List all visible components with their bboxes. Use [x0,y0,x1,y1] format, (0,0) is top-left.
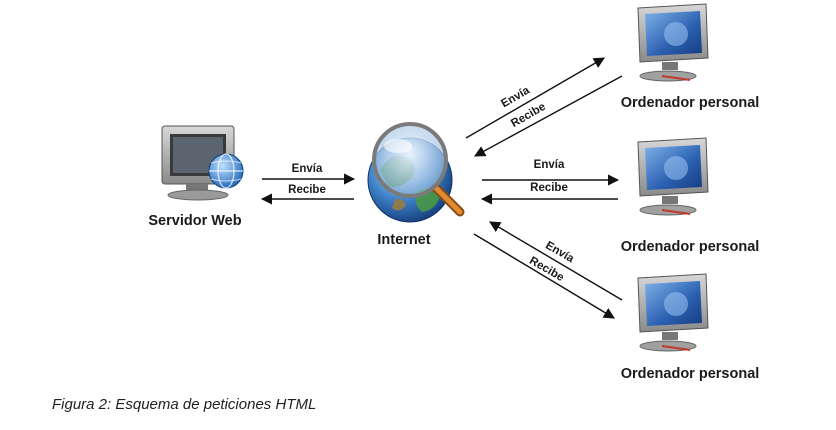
internet-label: Internet [377,232,430,248]
pc3-send-label: Envía [543,240,576,266]
pc3-receive-arrow [473,233,615,319]
magnifier-icon [372,122,465,217]
server-send-label: Envía [292,163,323,175]
globe-icon [208,153,244,189]
web-server-icon [161,125,244,201]
pc-label-2: Ordenador personal [621,239,760,255]
pc-label-1: Ordenador personal [621,95,760,111]
pc1-send-label: Envía [499,84,532,110]
pc1-receive-arrow [474,75,623,157]
personal-computer-icon-1 [637,3,709,82]
figure-caption: Figura 2: Esquema de peticiones HTML [52,396,317,413]
pc1-send-arrow [465,57,605,139]
server-label: Servidor Web [148,213,241,229]
personal-computer-icon-2 [637,137,709,216]
internet-globe-icon [367,122,465,223]
pc3-send-arrow [489,221,623,301]
server-receive-label: Recibe [288,184,326,196]
pc-label-3: Ordenador personal [621,366,760,382]
pc1-receive-label: Recibe [509,101,548,130]
personal-computer-icon-3 [637,273,709,352]
pc2-send-label: Envía [534,159,565,171]
pc2-receive-label: Recibe [530,182,568,194]
